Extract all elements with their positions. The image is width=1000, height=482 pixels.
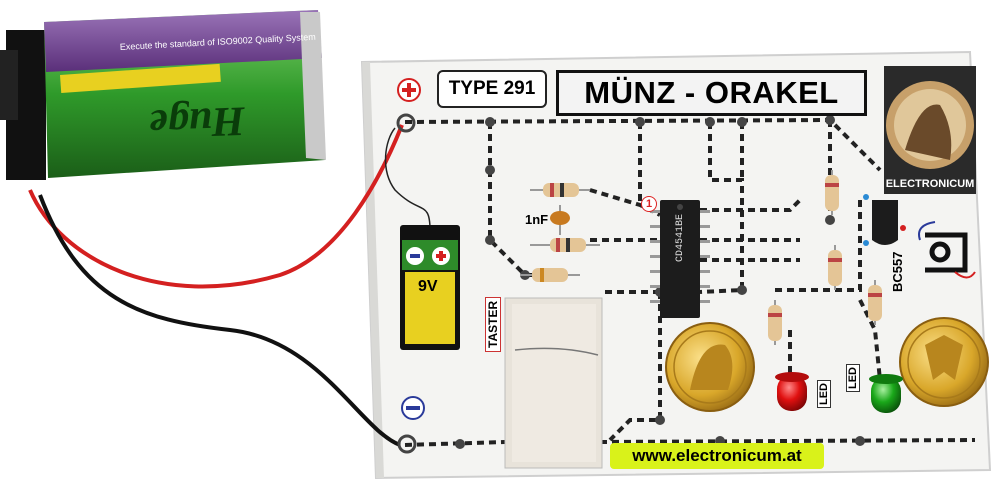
- resistor: [768, 300, 782, 345]
- svg-text:Huge: Huge: [148, 97, 246, 146]
- website-label: www.electronicum.at: [610, 443, 824, 469]
- capacitor: [550, 205, 570, 235]
- capacitor-label: 1nF: [525, 212, 549, 227]
- red-led: [775, 372, 809, 411]
- resistor: [825, 170, 839, 215]
- red-led-label: LED: [817, 380, 831, 408]
- green-led: [869, 374, 903, 413]
- transistor: [863, 194, 906, 246]
- crank-icon: [918, 221, 976, 279]
- transistor-label: BC557: [890, 251, 905, 292]
- plus-terminal-icon: [396, 78, 421, 133]
- brand-label: ELECTRONICUM: [885, 178, 975, 190]
- ic-chip: [650, 200, 710, 318]
- resistor: [828, 245, 842, 290]
- resistors: [520, 170, 882, 345]
- chip-marking: CD4541BE: [675, 213, 686, 262]
- battery-voltage-label: 9V: [418, 278, 438, 295]
- resistor: [530, 238, 600, 252]
- green-led-label: LED: [846, 364, 860, 392]
- push-button: [504, 297, 603, 469]
- battery-9v: Execute the standard of ISO9002 Quality …: [0, 10, 326, 180]
- type-label: TYPE 291: [437, 70, 547, 108]
- coin-icon: [665, 322, 755, 412]
- minus-terminal-icon: [397, 396, 425, 454]
- product-title: MÜNZ - ORAKEL: [556, 70, 867, 116]
- resistor: [868, 280, 882, 325]
- pin-one-marker: 1: [641, 196, 657, 212]
- battery-wires: [28, 124, 431, 447]
- button-label: TASTER: [485, 296, 501, 352]
- coin-icon: [899, 317, 989, 407]
- battery-symbol: [400, 225, 460, 350]
- electronicum-logo: [884, 66, 976, 194]
- resistor: [520, 268, 580, 282]
- resistor: [530, 183, 590, 197]
